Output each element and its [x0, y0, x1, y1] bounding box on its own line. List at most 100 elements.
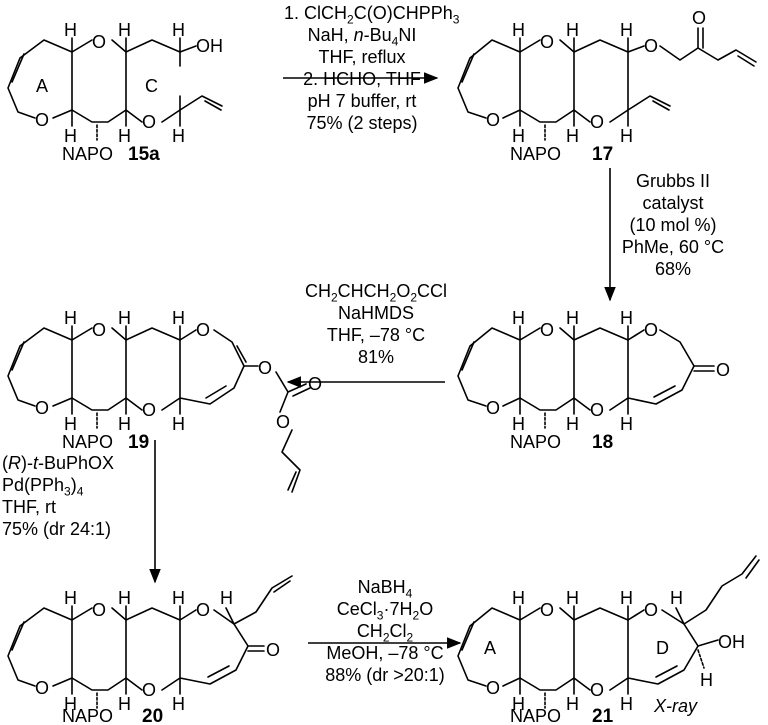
- step3-line-4: 81%: [357, 347, 395, 367]
- atoms-15a: H H H O O O OH A C H H H NAPO: [35, 20, 223, 164]
- svg-text:H: H: [512, 694, 525, 714]
- svg-text:H: H: [220, 588, 233, 608]
- step2-line-5: 68%: [654, 259, 692, 279]
- compound-label-18: 18: [592, 432, 613, 453]
- svg-text:H: H: [700, 670, 713, 690]
- svg-text:C: C: [145, 76, 158, 96]
- compound-label-17: 17: [592, 144, 613, 165]
- svg-text:H: H: [620, 588, 633, 608]
- structure-19: [7, 325, 311, 493]
- svg-text:NAPO: NAPO: [62, 432, 113, 452]
- svg-text:H: H: [172, 20, 185, 40]
- svg-text:NAPO: NAPO: [510, 706, 561, 725]
- step5-line-1: NaBH4: [357, 577, 413, 601]
- step4-line-1: (R)-t-BuPhOX: [2, 453, 115, 473]
- svg-text:H: H: [670, 588, 683, 608]
- svg-text:H: H: [172, 694, 185, 714]
- svg-text:H: H: [118, 588, 131, 608]
- step4-line-2: Pd(PPh3)4: [2, 475, 84, 499]
- svg-text:H: H: [64, 414, 77, 434]
- svg-text:O: O: [308, 374, 322, 394]
- structure-15a: [7, 37, 223, 141]
- step3-line-3: THF, –78 °C: [326, 325, 426, 345]
- svg-text:H: H: [512, 588, 525, 608]
- svg-text:H: H: [512, 126, 525, 146]
- svg-text:O: O: [276, 412, 290, 432]
- atoms-19: H H H O O O O O O O H H H NAPO: [35, 308, 322, 452]
- compound-label-15a: 15a: [128, 144, 160, 165]
- svg-text:O: O: [590, 680, 604, 700]
- svg-text:H: H: [620, 694, 633, 714]
- step2-line-4: PhMe, 60 °C: [621, 237, 725, 257]
- svg-text:H: H: [172, 126, 185, 146]
- svg-text:H: H: [620, 308, 633, 328]
- svg-text:H: H: [512, 308, 525, 328]
- svg-text:H: H: [566, 694, 579, 714]
- structure-18: [457, 325, 715, 429]
- svg-text:O: O: [540, 600, 554, 620]
- step4-line-4: 75% (dr 24:1): [2, 519, 112, 539]
- svg-text:H: H: [64, 694, 77, 714]
- svg-text:OH: OH: [718, 632, 745, 652]
- step1-line-4: 2. HCHO, THF: [303, 69, 421, 89]
- xray-note: X-ray: [653, 696, 698, 716]
- svg-text:O: O: [716, 360, 730, 380]
- svg-text:NAPO: NAPO: [62, 144, 113, 164]
- svg-text:O: O: [590, 112, 604, 132]
- svg-text:H: H: [64, 308, 77, 328]
- step1-line-3: THF, reflux: [318, 47, 406, 67]
- svg-text:H: H: [566, 414, 579, 434]
- svg-text:O: O: [590, 400, 604, 420]
- svg-text:OH: OH: [196, 36, 223, 56]
- svg-text:H: H: [620, 126, 633, 146]
- svg-text:H: H: [566, 20, 579, 40]
- svg-text:O: O: [92, 320, 106, 340]
- step1-line-5: pH 7 buffer, rt: [307, 91, 417, 111]
- svg-text:O: O: [258, 358, 272, 378]
- svg-text:O: O: [35, 110, 49, 130]
- atoms-21: H H H H O O O O OH H A D H H H NAPO: [484, 588, 745, 725]
- svg-text:O: O: [486, 398, 500, 418]
- atoms-20: H H H H O O O O O H H H NAPO: [35, 588, 280, 725]
- svg-text:H: H: [172, 308, 185, 328]
- svg-text:H: H: [566, 308, 579, 328]
- step4-line-3: THF, rt: [2, 497, 56, 517]
- compound-label-19: 19: [128, 432, 149, 453]
- svg-text:H: H: [620, 20, 633, 40]
- svg-text:A: A: [36, 76, 48, 96]
- compound-label-21: 21: [592, 706, 614, 725]
- svg-text:O: O: [92, 32, 106, 52]
- svg-text:H: H: [620, 414, 633, 434]
- svg-text:H: H: [64, 20, 77, 40]
- svg-text:H: H: [566, 126, 579, 146]
- svg-text:H: H: [64, 588, 77, 608]
- compound-label-20: 20: [142, 706, 163, 725]
- svg-text:A: A: [484, 638, 496, 658]
- svg-text:H: H: [118, 126, 131, 146]
- step3-line-1: CH2CHCH2O2CCl: [304, 281, 448, 305]
- svg-text:H: H: [118, 694, 131, 714]
- svg-text:O: O: [692, 8, 706, 28]
- step5-line-5: 88% (dr >20:1): [325, 665, 445, 685]
- svg-text:H: H: [118, 20, 131, 40]
- svg-text:O: O: [142, 680, 156, 700]
- structure-17: [457, 27, 757, 141]
- step1-line-1: 1. ClCH2C(O)CHPPh3: [284, 3, 460, 27]
- svg-text:O: O: [486, 110, 500, 130]
- svg-text:D: D: [656, 638, 669, 658]
- svg-text:O: O: [644, 600, 658, 620]
- step1-line-2: NaH, n-Bu4NI: [307, 25, 417, 49]
- svg-text:O: O: [540, 320, 554, 340]
- svg-text:O: O: [540, 32, 554, 52]
- step3-line-2: NaHMDS: [337, 303, 414, 323]
- svg-text:O: O: [644, 320, 658, 340]
- step5-line-3: CH2Cl2: [356, 621, 414, 645]
- svg-text:H: H: [566, 588, 579, 608]
- svg-text:O: O: [35, 678, 49, 698]
